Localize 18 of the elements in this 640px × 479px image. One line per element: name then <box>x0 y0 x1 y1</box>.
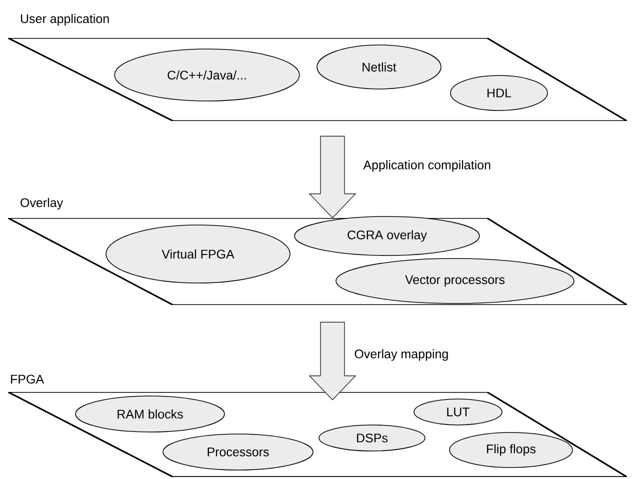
block-arrow <box>308 322 356 400</box>
edge-label: Application compilation <box>363 160 490 172</box>
ellipse-node: RAM blocks <box>75 396 225 432</box>
edge-label: Overlay mapping <box>354 349 448 361</box>
ellipse-node: CGRA overlay <box>294 216 480 256</box>
ellipse-node: Netlist <box>316 44 442 90</box>
ellipse-node: Flip flops <box>449 432 573 468</box>
ellipse-node: C/C++/Java/... <box>114 48 300 102</box>
ellipse-node: Vector processors <box>336 258 574 304</box>
ellipse-node: DSPs <box>318 424 426 452</box>
node-label: User application <box>20 14 109 26</box>
ellipse-node: Processors <box>162 434 314 470</box>
ellipse-node: LUT <box>414 398 502 426</box>
node-label: Overlay <box>20 198 64 210</box>
node-label: FPGA <box>11 374 44 384</box>
ellipse-node: HDL <box>450 75 548 111</box>
block-arrow <box>308 136 356 218</box>
ellipse-node: Virtual FPGA <box>106 224 290 284</box>
